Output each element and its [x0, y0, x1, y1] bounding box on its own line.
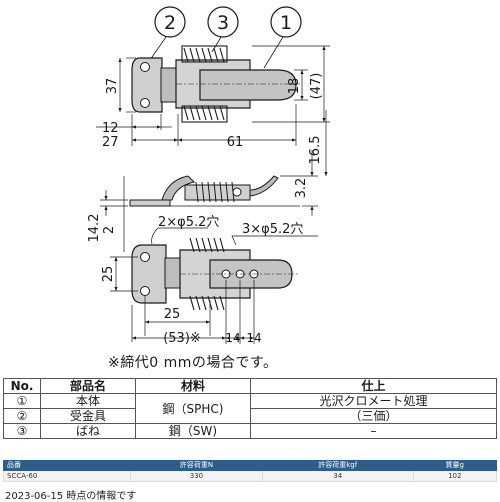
- dim-14-2: 14.2: [87, 214, 102, 243]
- receiver-hole-top: [140, 62, 150, 72]
- table-row: ② 受金具 （三価）: [3, 408, 497, 424]
- dim-53: (53)※: [163, 331, 201, 346]
- row-1-material: 鋼（SPHC): [135, 393, 251, 424]
- side-view-dimensions: [100, 110, 328, 252]
- table-row: ③ ばね 鋼（SW) –: [3, 423, 497, 439]
- dim-25-vertical: 25: [101, 266, 116, 283]
- callout-3: 3: [207, 6, 239, 53]
- top-view: [131, 45, 300, 123]
- top-view-dimensions: [96, 45, 330, 146]
- callout-2: 2: [149, 6, 186, 61]
- row-3-no: ③: [3, 423, 41, 439]
- table-row: ① 本体 鋼（SPHC) 光沢クロメート処理: [3, 393, 497, 424]
- spec-header-mass: 質量g: [412, 460, 498, 471]
- parts-header-row: No. 部品名 材料 仕上: [3, 378, 497, 394]
- spring-coils: [181, 45, 228, 123]
- row-3-material: 鋼（SW): [135, 423, 251, 439]
- dim-47: (47): [309, 73, 324, 100]
- spec-part-number: SCCA-60: [3, 470, 131, 482]
- technical-drawing: 2 3 1: [87, 6, 330, 346]
- callout-1-label: 1: [280, 12, 292, 34]
- hole-note-2: 2×φ5.2穴: [158, 215, 219, 230]
- bottom-view: [131, 237, 300, 311]
- spec-mass: 102: [412, 470, 498, 482]
- dim-61: 61: [227, 135, 244, 150]
- spec-header-part-number: 品番: [3, 460, 131, 471]
- parts-table: No. 部品名 材料 仕上 ① 本体 鋼（SPHC) 光沢クロメート処理 ② 受…: [3, 378, 497, 439]
- dim-3-2: 3.2: [294, 178, 309, 199]
- hook-part: [160, 67, 178, 103]
- row-2-no: ②: [3, 408, 41, 424]
- header-material: 材料: [135, 378, 251, 394]
- header-part-name: 部品名: [40, 378, 136, 394]
- receiver-plate: [131, 57, 163, 113]
- dim-14-right: 14: [246, 331, 261, 345]
- callout-2-label: 2: [164, 12, 176, 34]
- row-1-finish: 光沢クロメート処理: [250, 393, 497, 409]
- row-2-finish: （三価）: [250, 408, 497, 424]
- dim-16-5: 16.5: [308, 136, 323, 165]
- bottom-view-dimensions: [110, 227, 318, 344]
- spec-header-row: 品番 許容荷重N 許容荷重kgf 質量g: [3, 460, 498, 471]
- row-3-finish: –: [250, 423, 497, 439]
- side-view: [129, 175, 300, 207]
- row-1-name: 本体: [40, 393, 136, 409]
- row-2-name: 受金具: [40, 408, 136, 424]
- table-row: SCCA-60 330 34 102: [3, 470, 498, 482]
- header-finish: 仕上: [250, 378, 497, 394]
- dim-14-left: 14: [225, 331, 240, 345]
- hole-note-3: 3×φ5.2穴: [242, 222, 303, 237]
- spec-header-load-kgf: 許容荷重kgf: [261, 460, 414, 471]
- footer-date: 2023-06-15 時点の情報です: [5, 491, 137, 502]
- spec-load-kgf: 34: [261, 470, 414, 482]
- callout-1: 1: [263, 6, 302, 69]
- tightening-note: ※締代0 mmの場合です。: [108, 355, 278, 371]
- spec-header-load-n: 許容荷重N: [130, 460, 263, 471]
- receiver-hole-bottom: [140, 98, 150, 108]
- dim-2: 2: [102, 226, 117, 234]
- dim-12: 12: [102, 121, 119, 136]
- spec-table: 品番 許容荷重N 許容荷重kgf 質量g SCCA-60 330 34 102: [3, 460, 498, 482]
- row-3-name: ばね: [40, 423, 136, 439]
- dim-37: 37: [105, 78, 120, 95]
- callout-3-label: 3: [217, 12, 229, 34]
- dim-25-horizontal: 25: [164, 307, 181, 322]
- dim-27: 27: [102, 135, 119, 150]
- spec-load-n: 330: [130, 470, 263, 482]
- dim-18: 18: [287, 78, 302, 95]
- row-1-no: ①: [3, 393, 41, 409]
- header-no: No.: [3, 378, 41, 394]
- lever: [199, 69, 297, 101]
